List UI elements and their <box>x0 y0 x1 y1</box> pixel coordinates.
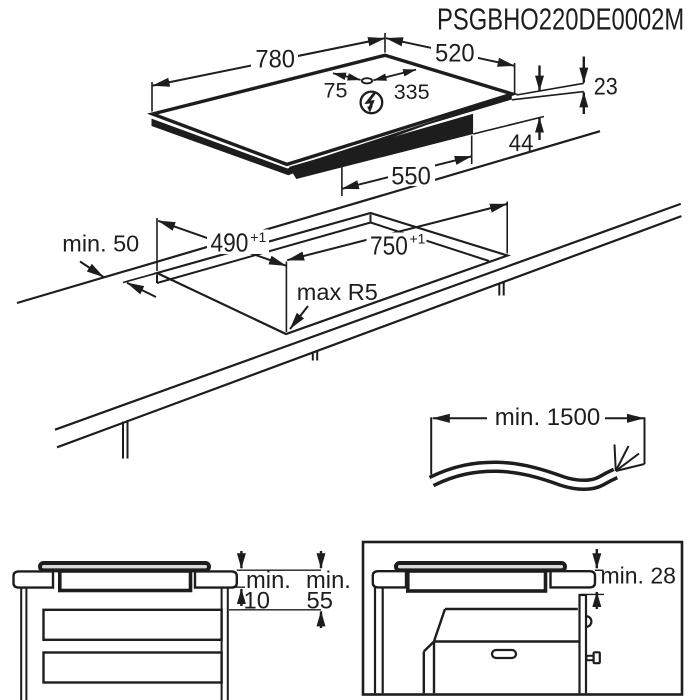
svg-text:55: 55 <box>307 587 333 614</box>
svg-text:520: 520 <box>435 40 475 68</box>
svg-text:min. 50: min. 50 <box>62 231 139 257</box>
svg-text:23: 23 <box>594 73 618 100</box>
svg-text:75: 75 <box>324 79 348 103</box>
svg-text:550: 550 <box>391 163 431 191</box>
svg-text:min.: min. <box>306 567 351 594</box>
svg-text:+1: +1 <box>410 231 426 247</box>
svg-text:335: 335 <box>394 80 430 104</box>
svg-text:490: 490 <box>211 229 249 258</box>
svg-text:PSGBHO220DE0002M: PSGBHO220DE0002M <box>437 2 684 37</box>
svg-text:+1: +1 <box>250 229 266 245</box>
svg-text:10: 10 <box>244 587 270 614</box>
svg-text:780: 780 <box>255 46 295 74</box>
svg-text:min. 28: min. 28 <box>601 563 676 589</box>
svg-text:min.: min. <box>246 567 291 594</box>
svg-text:44: 44 <box>509 129 534 156</box>
svg-text:750: 750 <box>370 232 408 261</box>
svg-text:min. 1500: min. 1500 <box>495 404 600 431</box>
svg-text:max R5: max R5 <box>297 279 378 305</box>
